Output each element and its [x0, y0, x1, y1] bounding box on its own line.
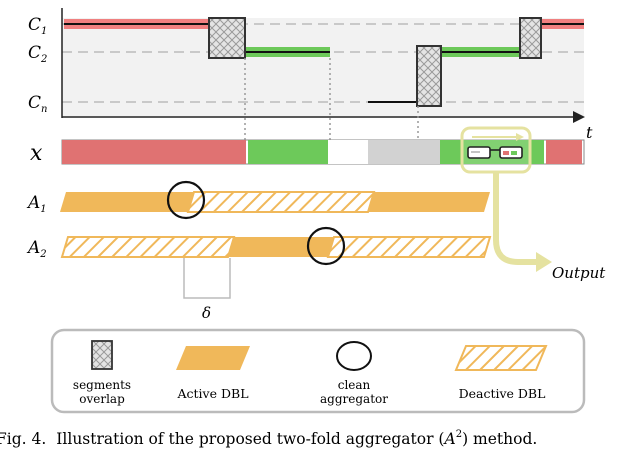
label-x: x: [30, 141, 43, 166]
output-label: Output: [552, 264, 606, 282]
label-c1: C1: [28, 15, 47, 37]
a2-clean-aggregator: [306, 226, 346, 266]
overlap-box-3: [519, 17, 542, 59]
a1-clean-aggregator: [166, 180, 206, 220]
overlap-box-2: [416, 45, 442, 107]
seq-green-2: [440, 140, 544, 164]
legend-active-icon: [176, 346, 250, 370]
a2-deactive-right: [326, 236, 492, 258]
delta-label: δ: [202, 304, 211, 322]
label-a2: A2: [26, 238, 47, 260]
legend-overlap-line1: segments: [73, 378, 131, 392]
label-t: t: [586, 123, 593, 142]
seq-gray: [368, 140, 440, 164]
glasses-icon: [467, 146, 523, 159]
sequence-bar: x: [30, 139, 585, 166]
a1-active-right: [368, 192, 490, 212]
label-cn: Cn: [28, 93, 47, 115]
aggregator-a1: A1: [26, 180, 490, 220]
band-background: [62, 18, 584, 116]
seq-red-1: [62, 140, 246, 164]
legend-active-label: Active DBL: [177, 386, 249, 401]
delta-bracket: δ: [183, 258, 231, 322]
overlap-box-1: [208, 17, 246, 59]
legend-overlap-icon: [91, 340, 113, 370]
seq-white: [328, 140, 368, 164]
legend-clean-line2: aggregator: [320, 392, 388, 406]
seq-red-2: [546, 140, 582, 164]
a1-active-left: [60, 192, 194, 212]
output-window: Output: [460, 126, 606, 282]
a1-deactive-mid: [186, 191, 376, 213]
label-c2: C2: [28, 43, 47, 65]
label-a1: A1: [26, 193, 47, 215]
timeline-plot: C1 C2 Cn t: [28, 8, 593, 142]
legend-deactive-icon: [454, 345, 548, 371]
a2-deactive-left: [60, 236, 236, 258]
seq-green-1: [248, 140, 328, 164]
legend-clean-icon: [336, 341, 372, 371]
legend-overlap-line2: overlap: [79, 392, 125, 406]
figure-caption: Fig. 4.Illustration of the proposed two-…: [0, 429, 537, 448]
legend-deactive-label: Deactive DBL: [459, 386, 546, 401]
output-flow-arrow: [493, 172, 538, 265]
legend-clean-line1: clean: [338, 378, 371, 392]
a2-active-mid: [228, 237, 334, 257]
aggregator-a2: A2: [26, 226, 492, 266]
legend: segments overlap Active DBL clean aggreg…: [50, 328, 586, 414]
